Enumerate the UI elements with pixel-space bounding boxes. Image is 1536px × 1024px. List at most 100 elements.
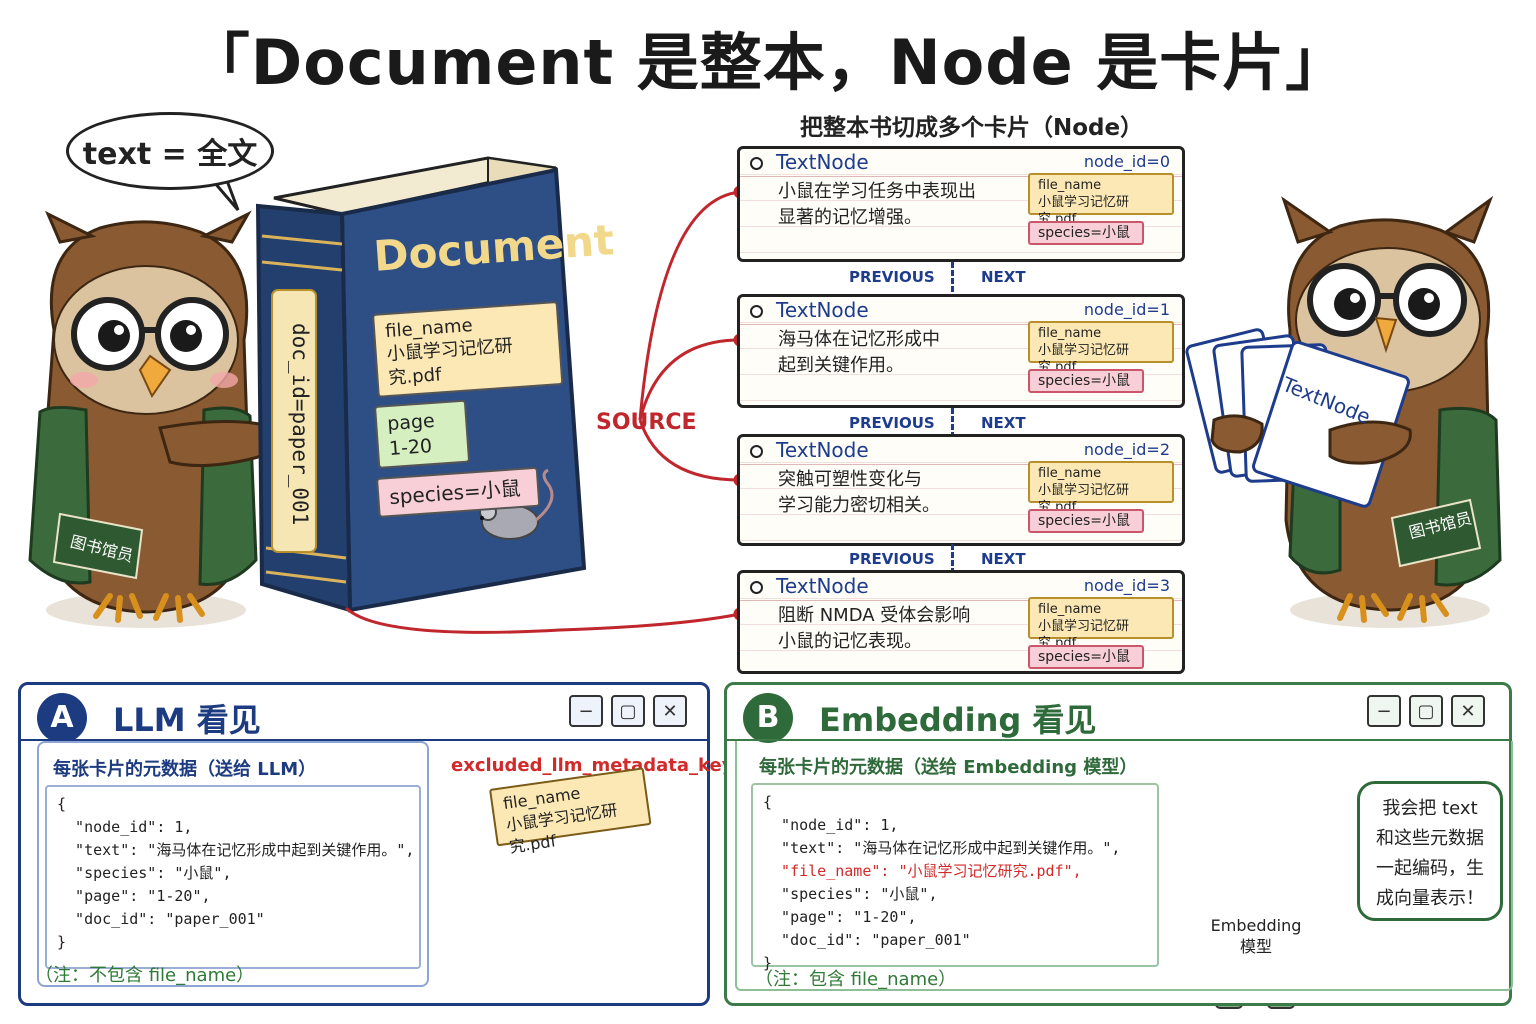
json-line: "text": "海马体在记忆形成中起到关键作用。", bbox=[57, 841, 415, 859]
node-file-key: file_name bbox=[1038, 178, 1102, 193]
node-header bbox=[740, 297, 1182, 325]
node-card: TextNode node_id=0 小鼠在学习任务中表现出显著的记忆增强。 f… bbox=[737, 146, 1185, 262]
node-card: TextNode node_id=2 突触可塑性变化与学习能力密切相关。 fil… bbox=[737, 434, 1185, 546]
node-card: TextNode node_id=3 阻断 NMDA 受体会影响小鼠的记忆表现。… bbox=[737, 570, 1185, 674]
llm-json-block: { "node_id": 1, "text": "海马体在记忆形成中起到关键作用… bbox=[45, 785, 421, 969]
node-ring-icon bbox=[750, 581, 763, 594]
node-species-tag: species=小鼠 bbox=[1028, 645, 1144, 669]
node-text-line: 起到关键作用。 bbox=[778, 355, 904, 376]
json-line: } bbox=[763, 954, 773, 972]
embedding-json-block: { "node_id": 1, "text": "海马体在记忆形成中起到关键作用… bbox=[751, 783, 1159, 972]
node-file-key: file_name bbox=[1038, 466, 1102, 481]
node-kind: TextNode bbox=[776, 150, 869, 174]
previous-link: PREVIOUS bbox=[849, 550, 935, 568]
json-line: "page": "1-20", bbox=[763, 908, 917, 926]
node-kind: TextNode bbox=[776, 298, 869, 322]
node-card: TextNode node_id=1 海马体在记忆形成中起到关键作用。 file… bbox=[737, 294, 1185, 408]
previous-link: PREVIOUS bbox=[849, 268, 935, 286]
embedding-note: （注：包含 file_name） bbox=[755, 969, 957, 990]
node-ring-icon bbox=[750, 305, 763, 318]
link-divider bbox=[951, 544, 954, 574]
source-label: SOURCE bbox=[596, 410, 697, 435]
right-owl-illustration bbox=[1185, 195, 1502, 628]
node-file-key: file_name bbox=[1038, 602, 1102, 617]
robot-label: Embedding 模型 bbox=[1201, 915, 1311, 957]
robot-speech-bubble: 我会把 text 和这些元数据 一起编码，生 成向量表示！ bbox=[1357, 781, 1503, 921]
next-link: NEXT bbox=[981, 414, 1026, 432]
next-link: NEXT bbox=[981, 550, 1026, 568]
llm-metadata-box: 每张卡片的元数据（送给 LLM） { "node_id": 1, "text":… bbox=[37, 741, 429, 987]
json-line: "doc_id": "paper_001" bbox=[763, 931, 971, 949]
node-id: node_id=0 bbox=[1083, 152, 1170, 171]
embedding-view-panel: B Embedding 看见 − ▢ ✕ 每张卡片的元数据（送给 Embeddi… bbox=[724, 682, 1513, 1006]
llm-view-panel: A LLM 看见 − ▢ ✕ 每张卡片的元数据（送给 LLM） { "node_… bbox=[18, 682, 744, 1006]
json-line: "node_id": 1, bbox=[763, 816, 899, 834]
node-text: 阻断 NMDA 受体会影响小鼠的记忆表现。 bbox=[778, 603, 1018, 655]
node-text-line: 阻断 NMDA 受体会影响 bbox=[778, 605, 971, 626]
node-text: 海马体在记忆形成中起到关键作用。 bbox=[778, 327, 1018, 379]
node-text: 突触可塑性变化与学习能力密切相关。 bbox=[778, 467, 1018, 519]
maximize-icon: ▢ bbox=[619, 700, 637, 722]
node-header bbox=[740, 573, 1182, 601]
link-divider bbox=[951, 408, 954, 438]
panel-b-badge: B bbox=[743, 693, 793, 743]
bubble-line: 和这些元数据 bbox=[1376, 828, 1484, 849]
node-header bbox=[740, 149, 1182, 177]
bubble-line: 一起编码，生 bbox=[1376, 858, 1484, 879]
node-text-line: 海马体在记忆形成中 bbox=[778, 329, 940, 350]
node-link-row: PREVIOUS NEXT bbox=[737, 408, 1185, 438]
panel-divider bbox=[21, 739, 707, 741]
page-title: 「Document 是整本，Node 是卡片」 bbox=[187, 26, 1349, 99]
json-line: "node_id": 1, bbox=[57, 818, 193, 836]
close-icon: ✕ bbox=[1460, 700, 1476, 722]
panel-b-window-controls: − ▢ ✕ bbox=[1367, 695, 1485, 727]
panel-a-title: LLM 看见 bbox=[113, 701, 261, 739]
minimize-button[interactable]: − bbox=[1367, 695, 1401, 727]
json-line: { bbox=[57, 795, 67, 813]
book-file-tag: file_name 小鼠学习记忆研究.pdf bbox=[372, 301, 564, 398]
node-text-line: 小鼠的记忆表现。 bbox=[778, 631, 922, 652]
panel-b-title: Embedding 看见 bbox=[819, 701, 1097, 739]
speech-bubble: text = 全文 bbox=[66, 112, 274, 190]
panel-a-badge: A bbox=[37, 693, 87, 743]
llm-note: （注：不包含 file_name） bbox=[35, 965, 255, 986]
node-link-row: PREVIOUS NEXT bbox=[737, 262, 1185, 292]
json-line: "species": "小鼠", bbox=[57, 864, 232, 882]
node-species-tag: species=小鼠 bbox=[1028, 369, 1144, 393]
maximize-icon: ▢ bbox=[1417, 700, 1435, 722]
book-page-tag: page 1-20 bbox=[374, 399, 471, 470]
bubble-line: 成向量表示！ bbox=[1376, 888, 1484, 909]
node-text-line: 小鼠在学习任务中表现出 bbox=[778, 181, 976, 202]
close-button[interactable]: ✕ bbox=[653, 695, 687, 727]
embedding-metadata-heading: 每张卡片的元数据（送给 Embedding 模型） bbox=[759, 757, 1138, 778]
json-line: "page": "1-20", bbox=[57, 887, 211, 905]
panel-divider bbox=[727, 739, 1509, 741]
node-ring-icon bbox=[750, 445, 763, 458]
close-button[interactable]: ✕ bbox=[1451, 695, 1485, 727]
robot-label-line: Embedding bbox=[1210, 916, 1302, 935]
json-line: } bbox=[57, 933, 67, 951]
llm-metadata-heading: 每张卡片的元数据（送给 LLM） bbox=[53, 759, 317, 780]
speech-text: text = 全文 bbox=[82, 137, 258, 172]
robot-label-line: 模型 bbox=[1239, 937, 1272, 956]
nodes-heading: 把整本书切成多个卡片（Node） bbox=[800, 115, 1144, 141]
json-line-highlighted: "file_name": "小鼠学习记忆研究.pdf", bbox=[763, 862, 1082, 880]
minimize-icon: − bbox=[578, 700, 594, 722]
node-text-line: 显著的记忆增强。 bbox=[778, 207, 922, 228]
node-ring-icon bbox=[750, 157, 763, 170]
excluded-keys-label: excluded_llm_metadata_keys bbox=[451, 755, 745, 776]
minimize-button[interactable]: − bbox=[569, 695, 603, 727]
node-id: node_id=2 bbox=[1083, 440, 1170, 459]
discarded-file-card: file_name 小鼠学习记忆研究.pdf bbox=[489, 767, 652, 857]
maximize-button[interactable]: ▢ bbox=[1409, 695, 1443, 727]
book-page-value: 1-20 bbox=[388, 434, 433, 460]
node-species-tag: species=小鼠 bbox=[1028, 509, 1144, 533]
node-file-key: file_name bbox=[1038, 326, 1102, 341]
node-id: node_id=1 bbox=[1083, 300, 1170, 319]
previous-link: PREVIOUS bbox=[849, 414, 935, 432]
maximize-button[interactable]: ▢ bbox=[611, 695, 645, 727]
